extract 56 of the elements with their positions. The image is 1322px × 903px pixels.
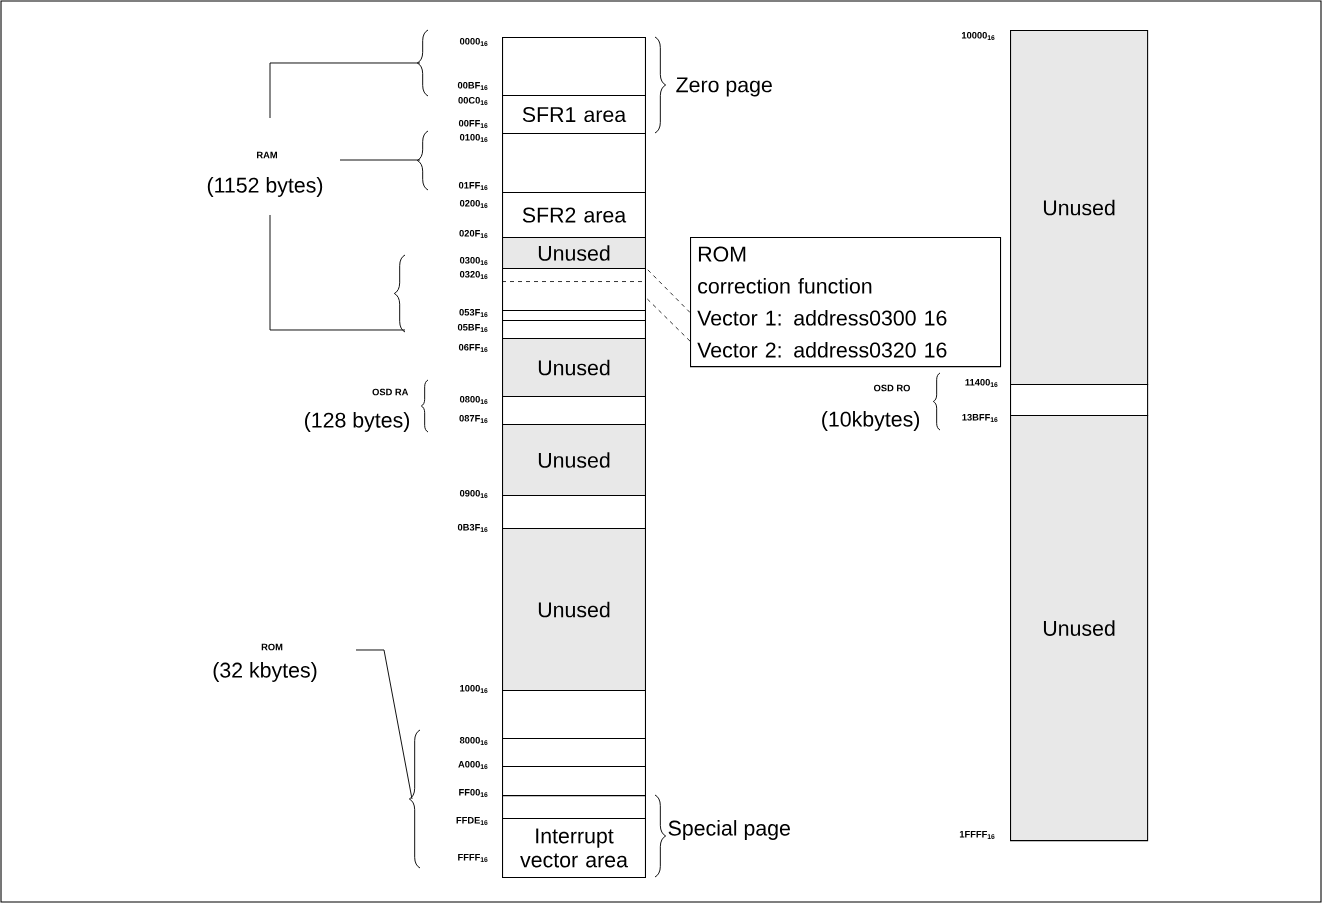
address-label: 00C0$_{16}$ [458,97,488,105]
address-label: 0000$_{16}$ [459,38,488,46]
memory-segment [502,310,646,322]
address-label: 0900$_{16}$ [459,490,488,498]
address-label: 13BFF$_{16}$ [962,414,998,422]
address-label: 06FF$_{16}$ [458,344,488,352]
memory-segment [502,690,646,740]
unused-segment: Unused [502,338,646,398]
memory-segment [502,268,646,312]
address-label: 8000$_{16}$ [459,737,488,745]
address-label: 0100$_{16}$ [459,134,488,142]
address-label: 1000$_{16}$ [460,685,488,693]
address-label: 01FF$_{16}$ [458,182,488,190]
memory-segment: Interrupt vector area [502,818,646,878]
address-label: 053F$_{16}$ [459,309,488,317]
unused-segment: Unused [502,424,646,496]
region-label: (1152 bytes) [207,177,323,197]
address-label: 00BF$_{16}$ [457,82,488,90]
leader-line [645,267,691,313]
address-label: 1FFFF$_{16}$ [959,831,995,839]
address-label: 0200$_{16}$ [459,200,488,208]
note-box: ROM correction function Vector 1: address0300 16 Vector 2: address0320 16 [690,237,1002,368]
memory-segment [502,133,646,193]
address-label: 0800$_{16}$ [459,396,488,404]
region-label: Special page [668,820,790,840]
address-label: 11400$_{16}$ [965,379,998,387]
address-label: 087F$_{16}$ [459,415,488,423]
address-label: 05BF$_{16}$ [457,324,488,332]
memory-segment [502,795,646,819]
address-label: FFFF$_{16}$ [458,854,488,862]
memory-segment [502,37,646,97]
memory-segment: SFR1 area [502,95,646,135]
address-label: 0300$_{16}$ [459,257,488,265]
region-label: Zero page [676,77,772,97]
address-label: FFDE$_{16}$ [456,817,488,825]
leader-line [645,297,691,342]
address-label: 0320$_{16}$ [459,271,488,279]
memory-segment [502,766,646,797]
memory-segment [502,738,646,768]
address-label: A000$_{16}$ [458,761,488,769]
address-label: 00FF$_{16}$ [458,120,488,128]
memory-type-label: ROM [261,643,283,651]
region-label: (32 kbytes) [213,662,317,682]
address-label: FF00$_{16}$ [459,789,488,797]
memory-type-label: OSD RO [873,384,910,392]
unused-segment: Unused [1010,30,1149,386]
address-label: 0B3F$_{16}$ [457,524,488,532]
memory-type-label: OSD RA [372,388,409,396]
unused-segment: Unused [1010,415,1149,842]
address-label: 10000$_{16}$ [961,32,995,40]
unused-segment: Unused [502,528,646,692]
memory-type-label: RAM [257,151,277,159]
unused-segment: Unused [502,237,646,269]
region-label: (10kbytes) [822,411,920,431]
region-label: (128 bytes) [305,412,410,432]
address-label: 020F$_{16}$ [459,230,488,238]
